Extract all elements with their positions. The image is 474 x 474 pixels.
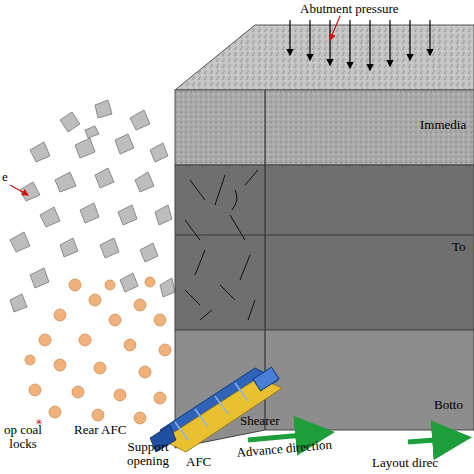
layer-label: Immedia [420,118,466,132]
bottom-coal-band [175,330,474,448]
equipment-label: Support opening [115,440,181,468]
equipment-label: Rear AFC [74,423,126,437]
equipment-label: AFC [186,455,211,469]
direction-label: Layout direc [372,456,438,470]
leader-line [10,185,28,195]
gangue-blocks [10,100,175,312]
leader-line [330,16,340,40]
goaf-label: op coal locks [0,423,46,451]
pressure-arrows [290,20,430,70]
goaf-label: e [2,170,8,184]
cracks [185,170,258,320]
immediate-roof-band [175,90,474,165]
top-face [175,25,474,90]
top-coal-band [175,165,474,330]
layout-arrow [408,438,462,442]
caption-label: Abutment pressure [300,2,399,16]
equipment-label: Shearer [240,414,280,428]
band-line [175,235,474,236]
top-coal-blocks [25,277,171,424]
layer-label: Botto [434,398,463,412]
layer-label: To [452,240,466,254]
